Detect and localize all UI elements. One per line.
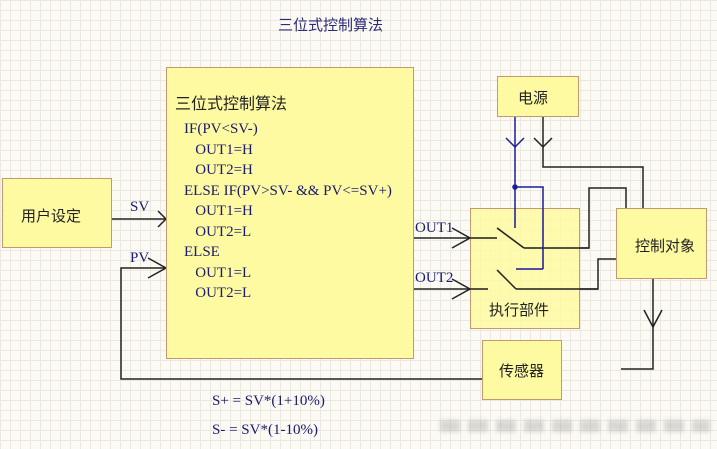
object-to-sensor-wire: [621, 278, 654, 370]
controlled-object-label: 控制对象: [635, 237, 696, 255]
out2-label: OUT2: [415, 270, 454, 286]
power-live-arrow: [505, 137, 525, 149]
code-line: OUT2=H: [184, 162, 253, 178]
code-line: ELSE IF(PV>SV- && PV<=SV+): [184, 182, 392, 199]
switch1-blade: [496, 227, 525, 249]
switch2-blade: [496, 269, 517, 290]
algorithm-heading: 三位式控制算法: [175, 94, 288, 113]
power-neutral-arrow: [533, 137, 553, 149]
object-to-sensor-arrow: [643, 309, 663, 329]
code-line: OUT2=L: [184, 223, 252, 240]
controlled-object-block: 控制对象: [616, 208, 707, 279]
power-label: 电源: [518, 89, 549, 107]
code-line: OUT2=L: [184, 285, 252, 301]
power-block: 电源: [497, 76, 579, 117]
formula-s-plus: S+ = SV*(1+10%): [212, 393, 325, 409]
power-neutral-wire: [542, 116, 644, 208]
algorithm-block: 三位式控制算法 IF(PV<SV-) OUT1=H OUT2=H ELSE IF…: [166, 67, 414, 359]
user-setting-block: 用户设定: [2, 178, 112, 248]
actuator-label: 执行部件: [489, 301, 550, 319]
code-line: OUT1=H: [184, 203, 253, 219]
code-line: OUT1=L: [184, 264, 252, 281]
user-setting-label: 用户设定: [21, 207, 82, 225]
pv-feedback-wire: [120, 267, 482, 380]
algorithm-code: IF(PV<SV-) OUT1=H OUT2=H ELSE IF(PV>SV- …: [184, 119, 392, 304]
code-line: OUT1=H: [184, 141, 253, 158]
pv-label: PV: [130, 250, 150, 266]
watermark: [440, 420, 710, 432]
code-line: IF(PV<SV-): [184, 121, 258, 137]
diagram-title: 三位式控制算法: [278, 16, 384, 34]
junction-dot: [512, 184, 518, 190]
formula-s-minus: S- = SV*(1-10%): [212, 422, 318, 438]
sensor-block: 传感器: [482, 340, 562, 400]
sv-label: SV: [130, 199, 150, 215]
sensor-label: 传感器: [499, 362, 545, 380]
out1-label: OUT1: [415, 220, 454, 236]
code-line: ELSE: [184, 244, 220, 260]
